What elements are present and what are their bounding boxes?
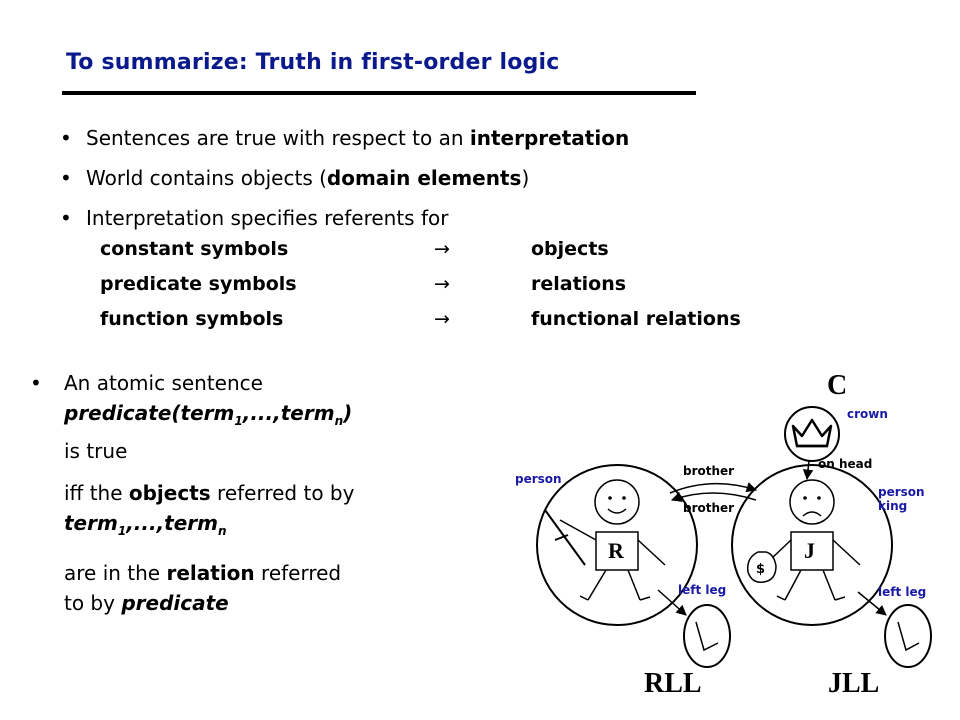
on-head-arrow	[802, 460, 814, 481]
label-c: C	[827, 370, 847, 401]
richard-head	[594, 479, 640, 525]
label-dollar: $	[756, 562, 765, 577]
mapping-row: function symbols → functional relations	[100, 301, 741, 336]
label-brother-bottom: brother	[683, 501, 734, 515]
mapping-arrow: →	[434, 237, 450, 260]
richard-circle	[536, 464, 698, 626]
summary-bullets: •Sentences are true with respect to an i…	[60, 118, 629, 238]
mapping-from: predicate symbols	[100, 272, 297, 295]
mapping-arrow: →	[434, 272, 450, 295]
richard-left-leg-icon	[695, 621, 719, 652]
crown-icon	[791, 418, 833, 448]
mapping-row: predicate symbols → relations	[100, 266, 741, 301]
label-rll: RLL	[644, 668, 702, 699]
brother-arrow-top	[669, 482, 758, 494]
crown-circle	[784, 406, 840, 462]
atomic-sentence-definition: • An atomic sentence predicate(term1,...…	[30, 368, 470, 618]
referent-mapping-table: constant symbols → objects predicate sym…	[100, 231, 741, 336]
mapping-to: functional relations	[531, 307, 741, 330]
bullet-referents: •Interpretation specifies referents for	[60, 198, 629, 238]
mapping-to: objects	[531, 237, 609, 260]
label-person-r: person	[515, 472, 562, 486]
label-on-head: on head	[818, 457, 872, 471]
brother-arrow-bottom	[671, 491, 757, 502]
label-king: king	[878, 499, 907, 513]
title-underline	[62, 91, 696, 95]
left-leg-arrow-r	[657, 589, 687, 616]
richard-sword	[544, 509, 586, 566]
terms-formula: term1,...,termn	[64, 511, 227, 538]
richard-body	[595, 531, 639, 571]
label-jll: JLL	[828, 668, 879, 699]
label-left-leg-r: left leg	[678, 583, 726, 597]
bullet-marker: •	[60, 126, 72, 150]
label-crown: crown	[847, 407, 888, 421]
mapping-arrow: →	[434, 307, 450, 330]
richard-smile	[607, 508, 627, 514]
bullet-marker: •	[60, 206, 72, 230]
richard-left-leg-circle	[683, 604, 731, 668]
john-frown	[802, 511, 822, 517]
bullet-interpretation: •Sentences are true with respect to an i…	[60, 118, 629, 158]
label-j: J	[804, 538, 815, 563]
slide-title: To summarize: Truth in first-order logic	[66, 50, 560, 75]
label-person-j: person	[878, 485, 925, 499]
label-r: R	[608, 538, 625, 563]
money-bag-icon	[746, 551, 777, 584]
label-left-leg-j: left leg	[878, 585, 926, 599]
bullet-marker: •	[60, 166, 72, 190]
john-left-leg-circle	[884, 604, 932, 668]
bullet-marker: •	[30, 371, 42, 395]
mapping-row: constant symbols → objects	[100, 231, 741, 266]
john-left-leg-icon	[897, 621, 920, 652]
mapping-from: constant symbols	[100, 237, 289, 260]
mapping-to: relations	[531, 272, 627, 295]
bullet-domain: •World contains objects (domain elements…	[60, 158, 629, 198]
john-circle	[731, 464, 893, 626]
label-brother-top: brother	[683, 464, 734, 478]
mapping-from: function symbols	[100, 307, 284, 330]
john-head	[789, 479, 835, 525]
left-leg-arrow-j	[857, 591, 887, 616]
predicate-formula: predicate(term1,...,termn)	[64, 401, 353, 428]
john-body	[790, 531, 834, 571]
richard-john-diagram: C crown on head person R person king J $…	[515, 370, 932, 699]
